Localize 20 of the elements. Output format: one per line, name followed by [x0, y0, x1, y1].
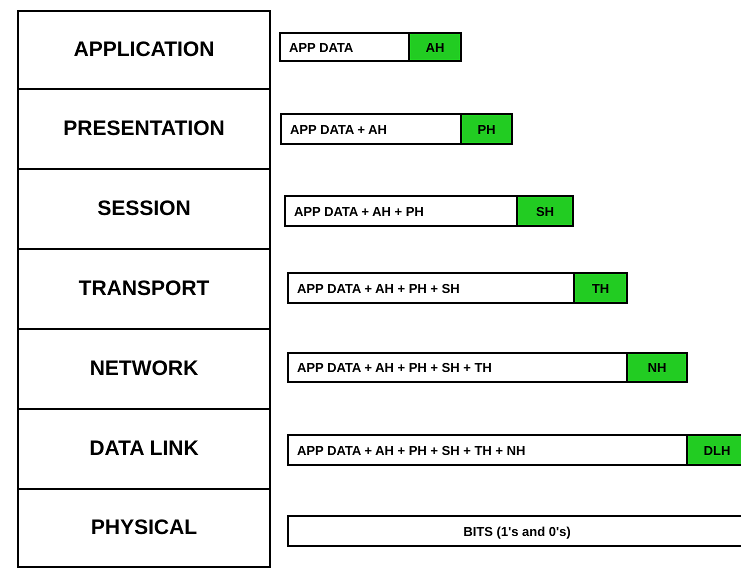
data-segment: APP DATA	[279, 32, 410, 62]
header-segment: AH	[410, 32, 462, 62]
layer-box: SESSION	[17, 168, 271, 250]
data-segment: APP DATA + AH	[280, 113, 462, 145]
header-segment: TH	[575, 272, 628, 304]
layer-box: TRANSPORT	[17, 248, 271, 330]
header-segment: PH	[462, 113, 513, 145]
header-segment: SH	[518, 195, 574, 227]
header-segment: NH	[628, 352, 688, 383]
data-segment: APP DATA + AH + PH	[284, 195, 518, 227]
data-segment: APP DATA + AH + PH + SH	[287, 272, 575, 304]
data-segment: APP DATA + AH + PH + SH + TH	[287, 352, 628, 383]
layer-box: NETWORK	[17, 328, 271, 410]
layer-box: DATA LINK	[17, 408, 271, 490]
layer-box: PRESENTATION	[17, 88, 271, 170]
data-segment: BITS (1's and 0's)	[287, 515, 741, 547]
layer-box: PHYSICAL	[17, 488, 271, 568]
data-segment: APP DATA + AH + PH + SH + TH + NH	[287, 434, 688, 466]
layer-box: APPLICATION	[17, 10, 271, 90]
header-segment: DLH	[688, 434, 741, 466]
